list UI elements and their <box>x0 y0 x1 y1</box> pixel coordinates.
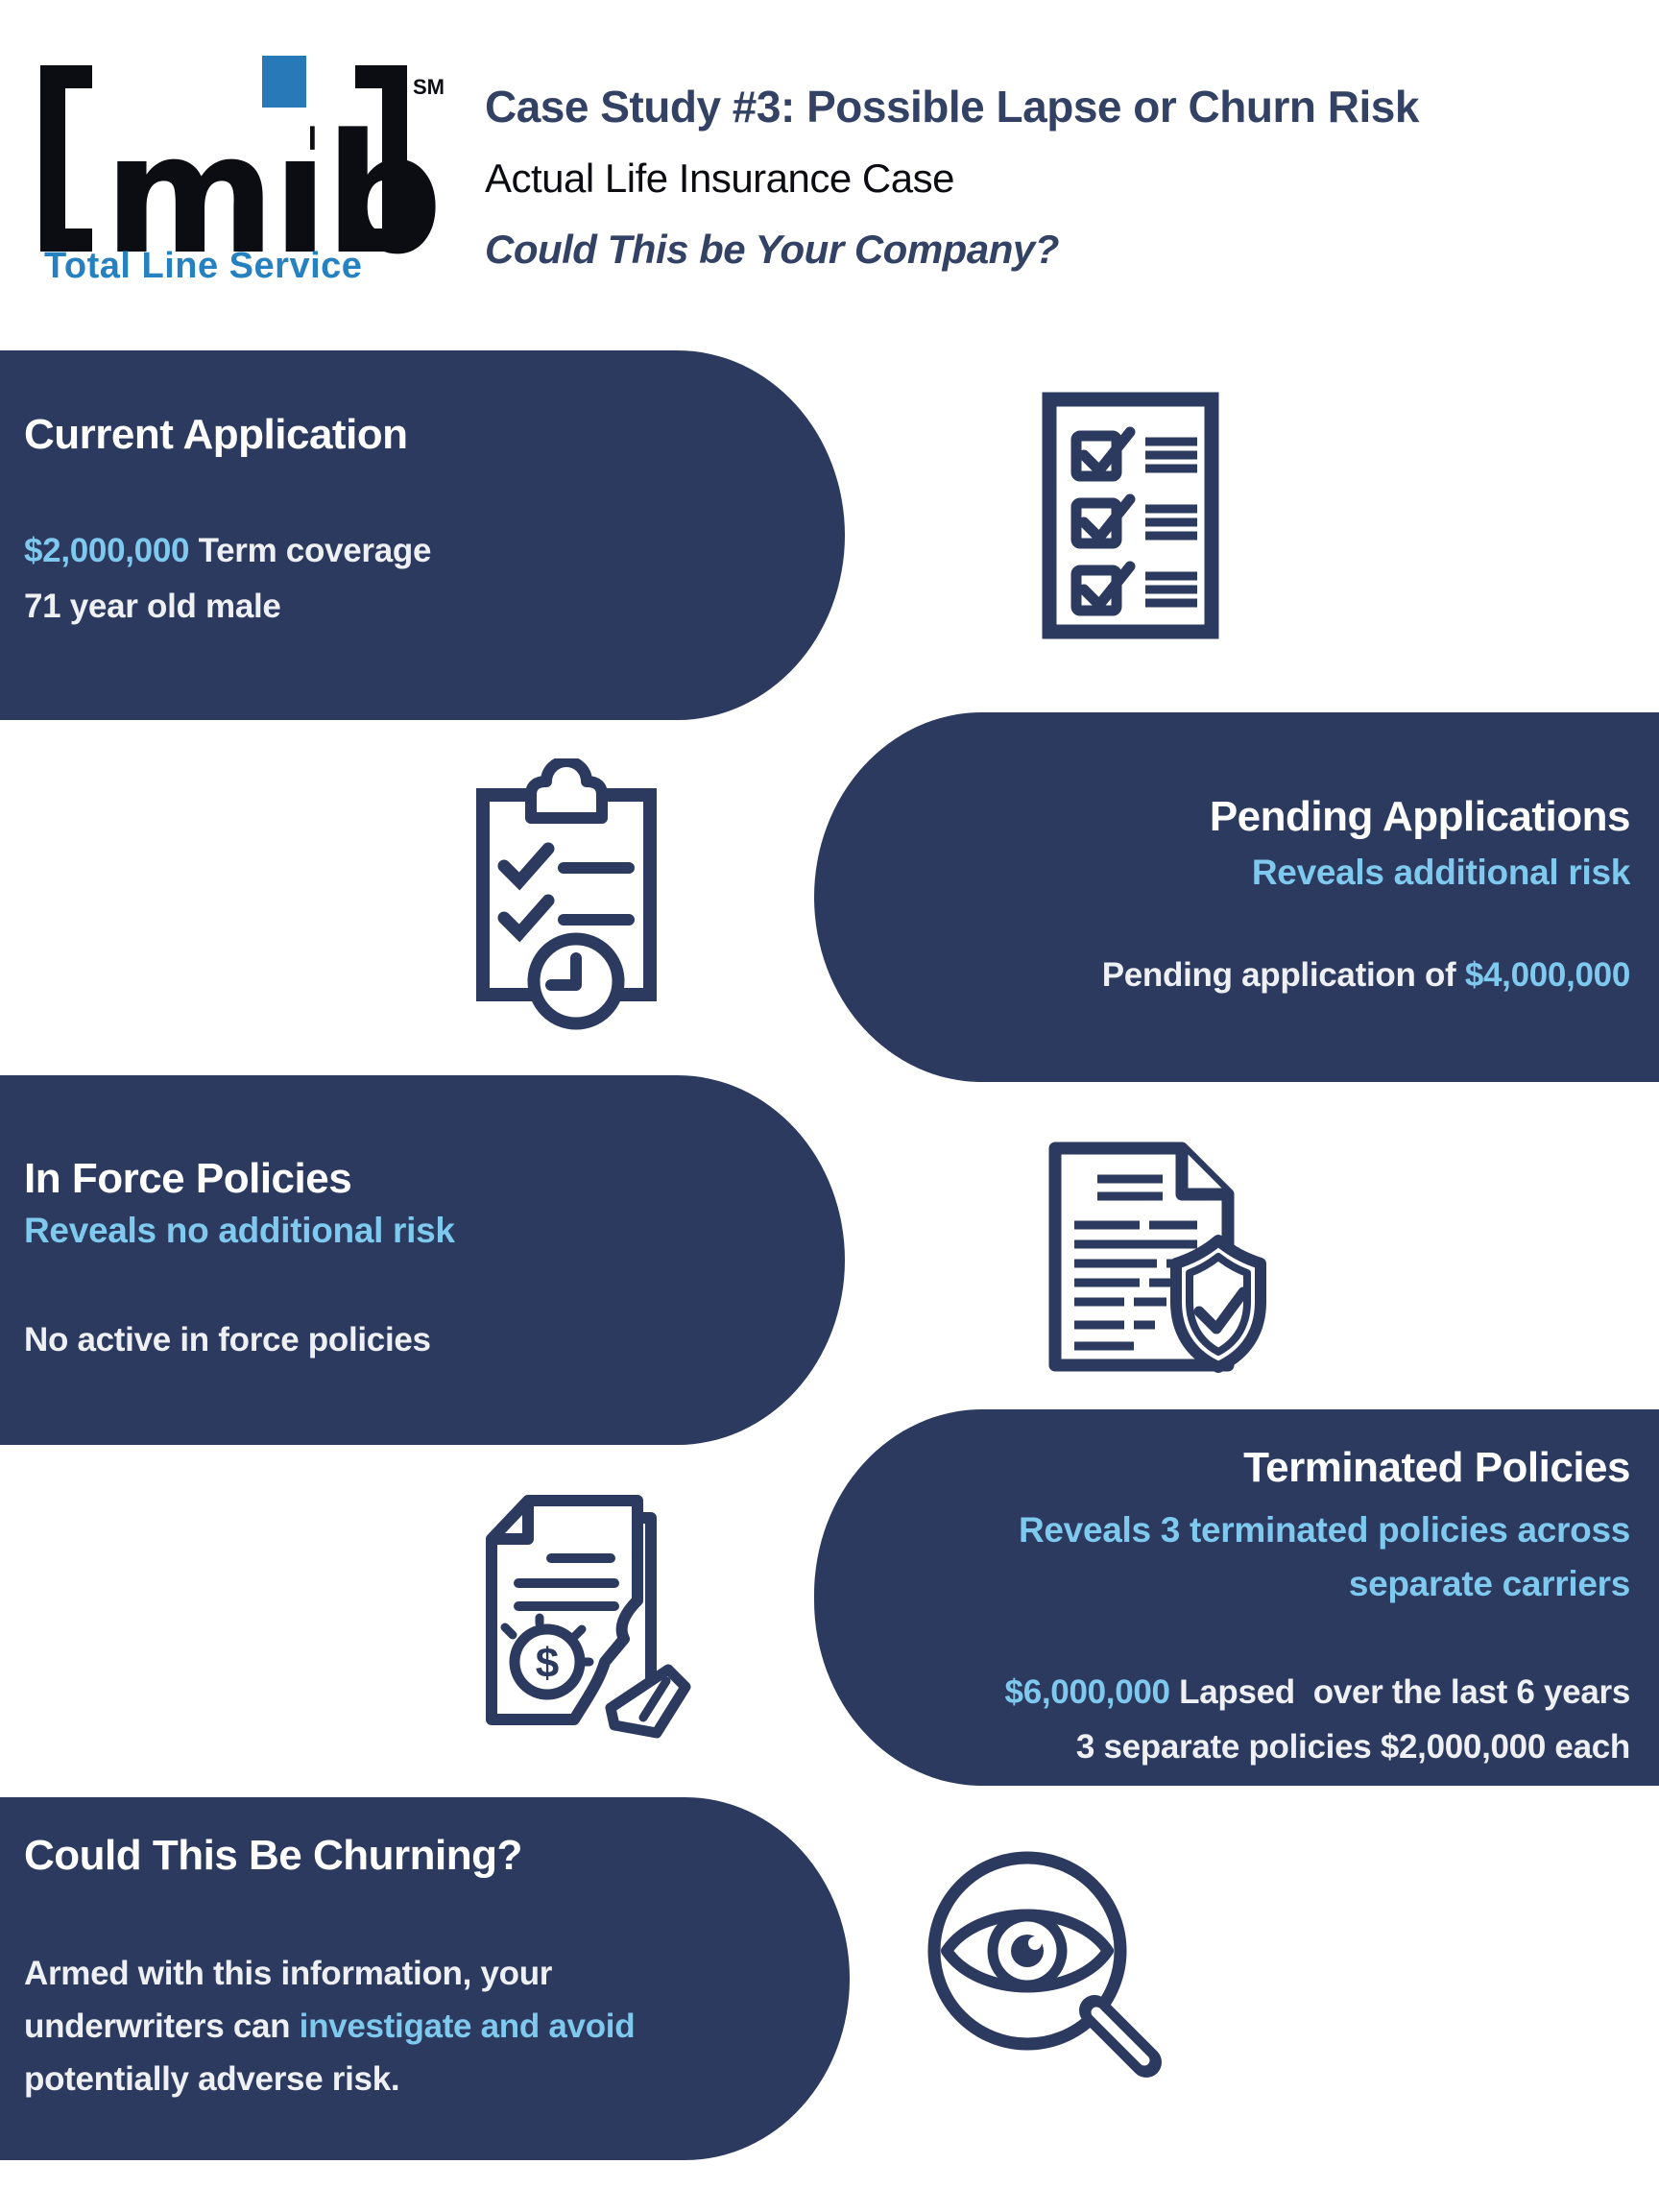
section-body: Armed with this information, your underw… <box>24 1947 636 2105</box>
section-body: $2,000,000 Term coverage 71 year old mal… <box>24 523 431 635</box>
body-line: 3 separate policies $2,000,000 each <box>1075 1728 1630 1766</box>
subtitle-line: separate carriers <box>1348 1564 1630 1603</box>
section-subtitle: Reveals no additional risk <box>24 1211 455 1250</box>
mib-logo: mib SM <box>27 48 459 291</box>
section-body: Pending application of $4,000,000 <box>1101 956 1631 995</box>
section-heading: Terminated Policies <box>1243 1444 1630 1491</box>
lapsed-label: Lapsed over the last 6 years <box>1169 1673 1630 1711</box>
body-line: $2,000,000 Term coverage <box>24 523 431 579</box>
logo-tagline: Total Line Service <box>44 246 363 286</box>
logo-bracket-right <box>355 65 407 252</box>
page-question: Could This be Your Company? <box>485 227 1059 272</box>
section-heading: Could This Be Churning? <box>24 1832 522 1879</box>
pending-amount: $4,000,000 <box>1464 956 1630 994</box>
checklist-document-icon <box>1042 392 1219 644</box>
section-in-force-policies: In Force Policies Reveals no additional … <box>0 1075 845 1445</box>
mib-logo-graphic: mib SM <box>40 56 445 291</box>
section-heading: Pending Applications <box>1209 793 1631 840</box>
section-terminated-policies: Terminated Policies Reveals 3 terminated… <box>814 1409 1659 1786</box>
coverage-label: Term coverage <box>189 532 432 569</box>
lapsed-amount: $6,000,000 <box>1004 1673 1170 1711</box>
document-shield-check-icon <box>1042 1141 1282 1381</box>
section-body: No active in force policies <box>24 1321 431 1358</box>
dollar-sign: $ <box>536 1640 559 1687</box>
page-title: Case Study #3: Possible Lapse or Churn R… <box>485 82 1419 132</box>
section-current-application: Current Application $2,000,000 Term cove… <box>0 350 845 720</box>
coverage-amount: $2,000,000 <box>24 532 190 569</box>
magnifier-eye-icon <box>920 1845 1165 2109</box>
body-text: underwriters can <box>24 2008 300 2045</box>
subtitle-line: Reveals 3 terminated policies across <box>1018 1510 1630 1550</box>
body-text: Pending application of <box>1101 956 1465 994</box>
investigate-highlight: investigate and avoid <box>299 2008 636 2045</box>
section-heading: In Force Policies <box>24 1155 352 1202</box>
logo-sm-mark: SM <box>413 75 445 99</box>
body-line: potentially adverse risk. <box>24 2060 400 2098</box>
logo-blue-square <box>262 56 306 108</box>
body-line: underwriters can investigate and avoid <box>24 2000 636 2053</box>
torn-policy-document-icon: $ <box>469 1483 694 1752</box>
section-could-this-be-churning: Could This Be Churning? Armed with this … <box>0 1797 850 2160</box>
clipboard-tasks-clock-icon <box>475 756 658 1037</box>
section-pending-applications: Pending Applications Reveals additional … <box>814 712 1659 1082</box>
section-subtitle: Reveals 3 terminated policies across sep… <box>1019 1503 1630 1611</box>
logo-bracket-left <box>40 65 92 252</box>
section-body: $6,000,000 Lapsed over the last 6 years … <box>1004 1665 1631 1774</box>
body-line: Armed with this information, your <box>24 1955 553 1992</box>
section-subtitle: Reveals additional risk <box>1251 853 1630 892</box>
section-heading: Current Application <box>24 411 408 458</box>
body-line: $6,000,000 Lapsed over the last 6 years <box>1004 1665 1631 1719</box>
page-subtitle: Actual Life Insurance Case <box>485 156 954 201</box>
body-line: 71 year old male <box>24 588 281 625</box>
